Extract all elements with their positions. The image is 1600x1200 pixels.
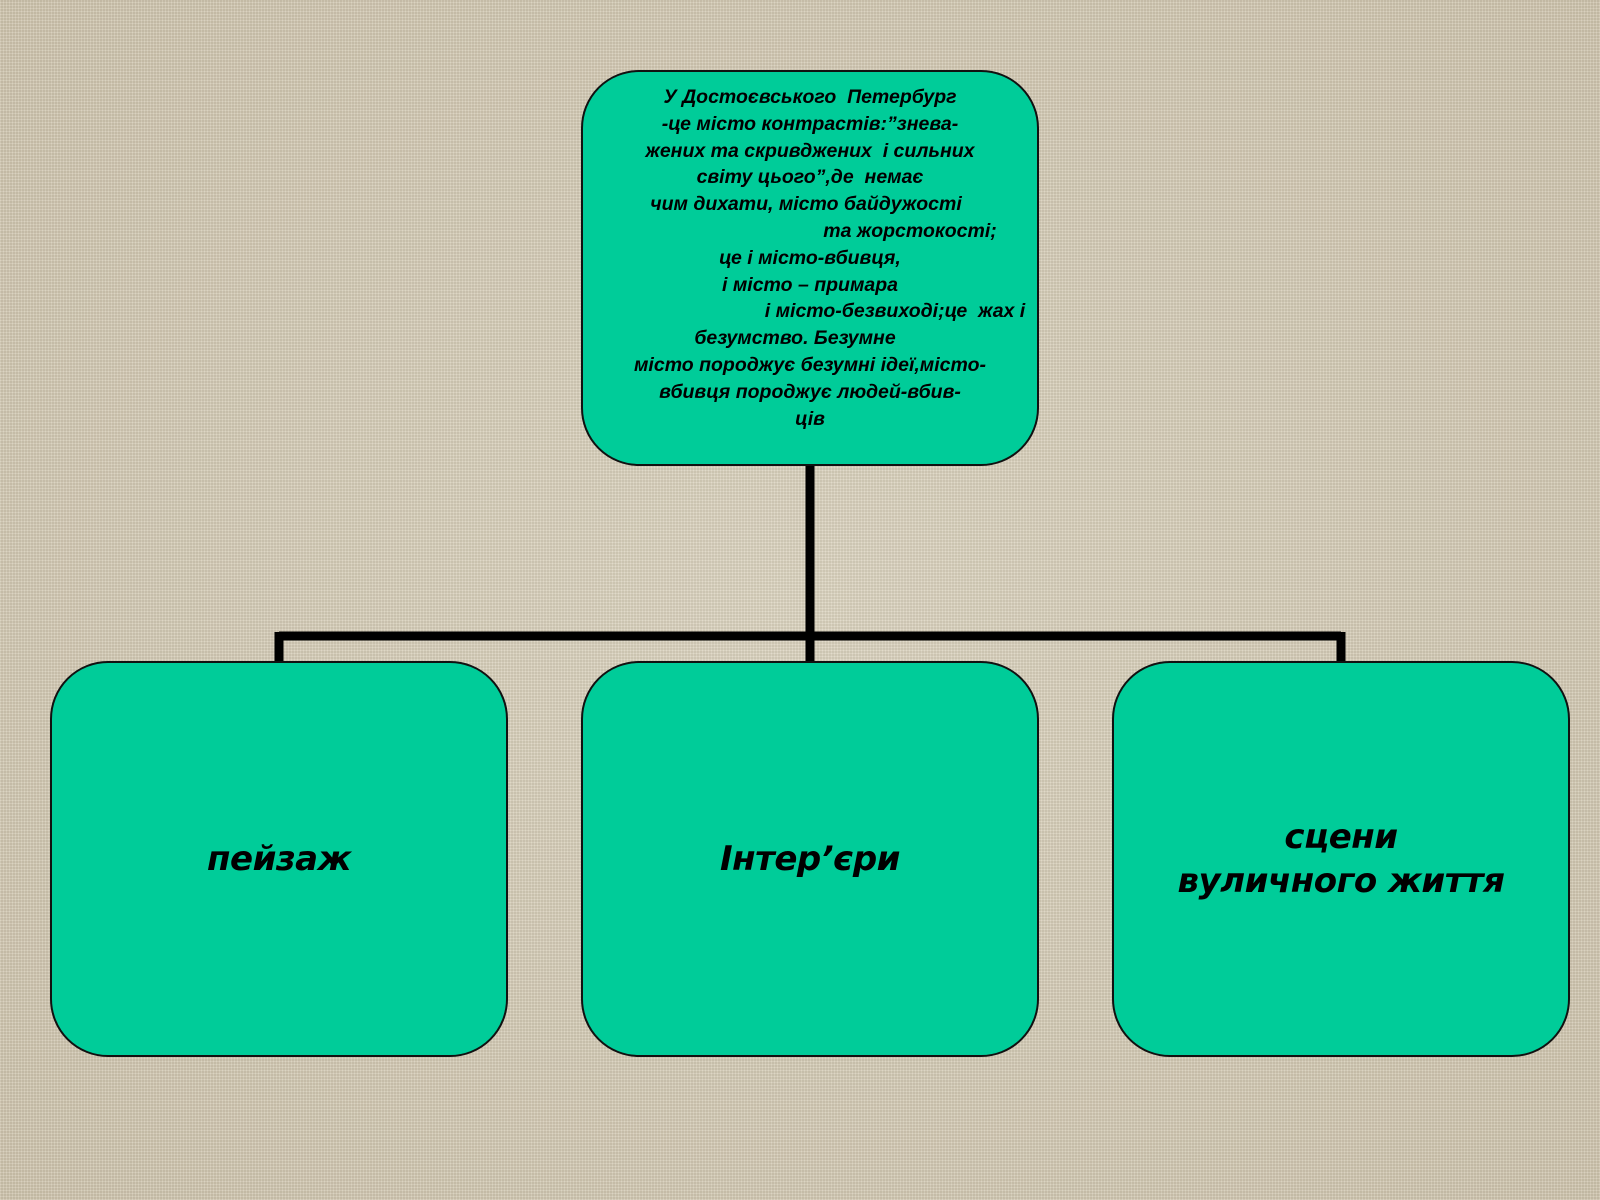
- root-line-6: та жорстокості;: [823, 219, 997, 242]
- root-line-7: це і місто-вбивця,: [719, 246, 901, 269]
- child-node-interiors: Інтер’єри: [581, 661, 1039, 1057]
- child-label-street-scenes: сцени вуличного життя: [1177, 817, 1505, 901]
- root-line-9: і місто-безвиході;це жах і: [764, 300, 1026, 323]
- root-line-12: вбивця породжує людей-вбив-: [659, 380, 961, 403]
- root-text: У Достоєвського Петербург -це місто конт…: [583, 84, 1037, 432]
- root-line-5: чим дихати, місто байдужості: [650, 193, 962, 216]
- child-label-landscape: пейзаж: [207, 839, 351, 879]
- child-node-landscape: пейзаж: [50, 661, 508, 1057]
- root-line-10: безумство. Безумне: [694, 327, 896, 350]
- root-line-3: жених та скривджених і сильних: [645, 139, 975, 162]
- child-node-street-scenes: сцени вуличного життя: [1112, 661, 1570, 1057]
- root-line-8: і місто – примара: [722, 273, 898, 296]
- root-line-11: місто породжує безумні ідеї,місто-: [634, 353, 986, 376]
- root-line-4: світу цього”,де немає: [696, 166, 924, 189]
- root-line-1: У Достоєвського Петербург: [663, 86, 957, 108]
- root-line-2: -це місто контрастів:”знева-: [661, 112, 959, 135]
- root-line-13: ців: [795, 407, 825, 430]
- child-label-interiors: Інтер’єри: [720, 839, 900, 879]
- root-node: У Достоєвського Петербург -це місто конт…: [581, 70, 1039, 466]
